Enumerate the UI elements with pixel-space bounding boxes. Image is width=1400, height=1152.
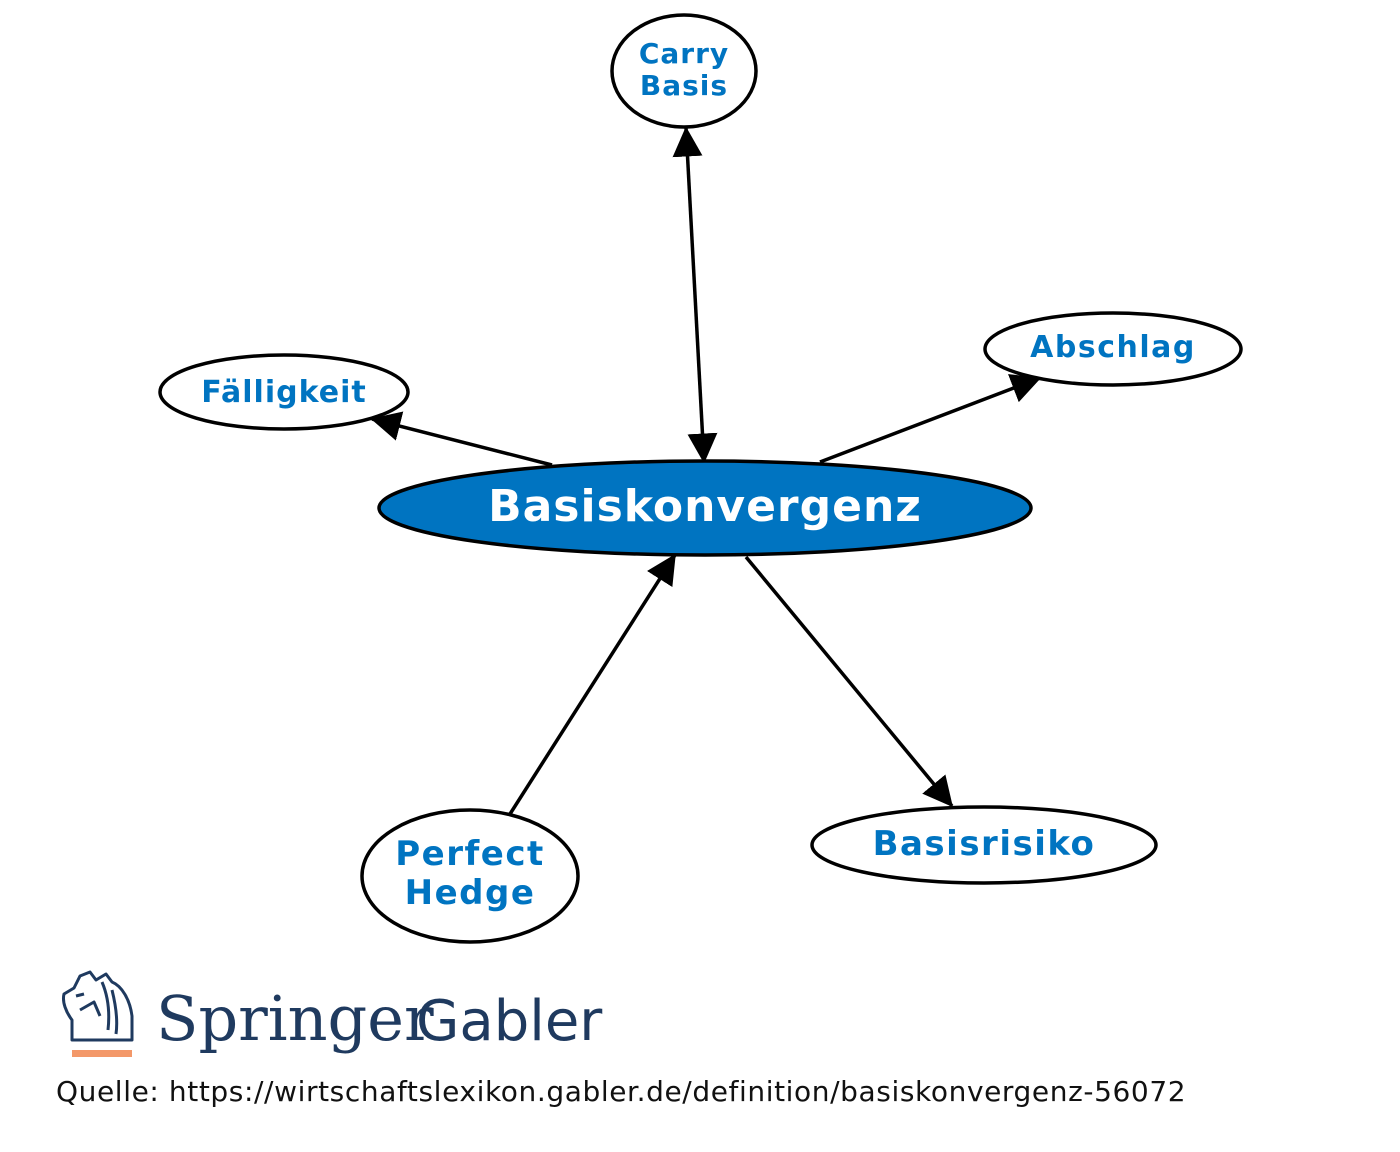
chess-knight-icon [62,970,134,1042]
node-carry-basis[interactable]: Carry Basis [610,13,758,129]
node-label-carry: Carry [639,37,729,70]
source-citation: Quelle: https://wirtschaftslexikon.gable… [56,1075,1187,1108]
logo-underline [72,1050,132,1057]
node-abschlag[interactable]: Abschlag [983,311,1243,387]
node-label-basis: Basis [640,69,728,102]
logo-imprint: Gabler [416,989,603,1054]
node-label-abschlag: Abschlag [1030,330,1196,365]
node-label-hedge: Hedge [405,873,536,913]
edge-perfect-hedge-center [508,553,677,815]
springer-gabler-logo: Springer Gabler [62,970,603,1057]
logo-brand: Springer [156,982,434,1055]
node-basisrisiko[interactable]: Basisrisiko [810,805,1158,885]
edge-center-basisrisiko [744,555,954,808]
edge-center-faelligkeit [370,411,553,467]
node-basiskonvergenz[interactable]: Basiskonvergenz [377,459,1033,557]
node-label-basiskonvergenz: Basiskonvergenz [488,481,922,532]
node-label-faelligkeit: Fälligkeit [201,375,366,410]
node-label-perfect: Perfect [395,834,545,874]
node-perfect-hedge[interactable]: Perfect Hedge [360,808,580,944]
node-faelligkeit[interactable]: Fälligkeit [158,353,410,431]
node-label-basisrisiko: Basisrisiko [873,824,1096,864]
edge-center-abschlag [819,374,1042,464]
edge-center-carry-basis [672,126,718,464]
